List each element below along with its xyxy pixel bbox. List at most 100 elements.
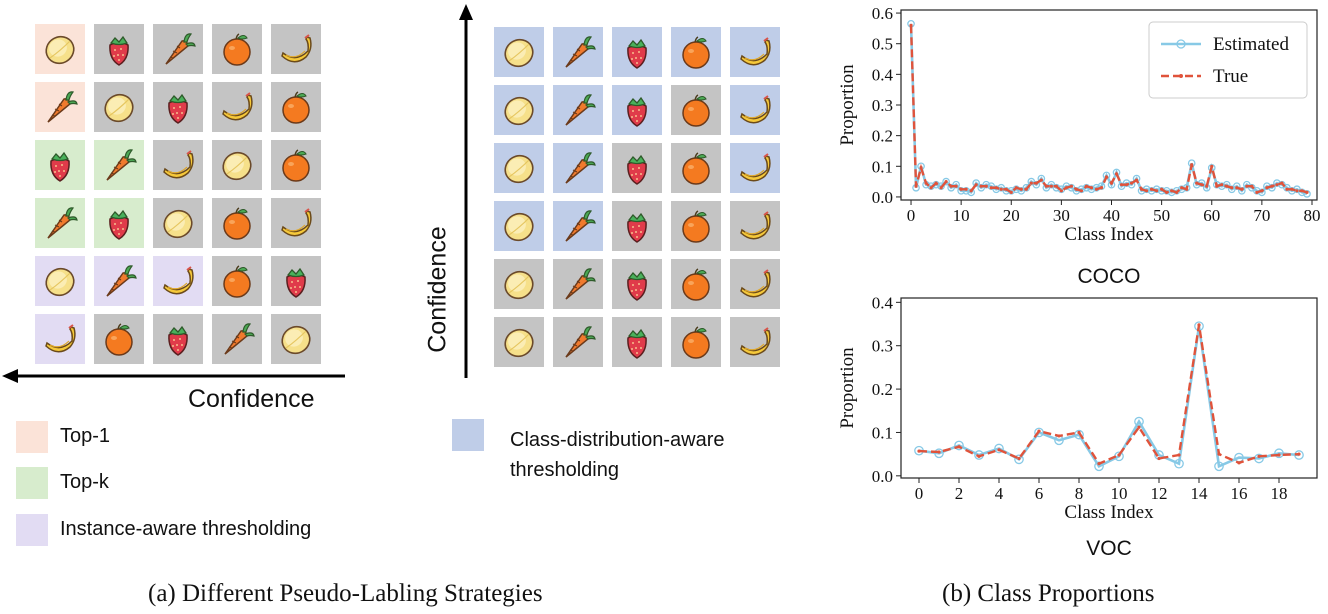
- legend-true-label: True: [1213, 66, 1248, 87]
- series-true-point: [937, 450, 941, 454]
- series-true-point: [917, 449, 921, 453]
- banana-icon: [217, 87, 257, 127]
- series-true-point: [1225, 184, 1229, 188]
- x-axis-label: Class Index: [1064, 224, 1154, 245]
- right-grid-cell-r4-c1: [553, 259, 603, 309]
- series-true-point: [1305, 190, 1309, 194]
- left-grid-cell-r2-c3: [212, 140, 262, 190]
- series-true-point: [977, 454, 981, 458]
- series-estimated-point: [1303, 190, 1311, 198]
- strawberry-icon: [158, 87, 198, 127]
- right-grid-cell-r0-c0: [494, 27, 544, 77]
- strawberry-icon: [276, 261, 316, 301]
- right-grid-cell-r1-c3: [671, 85, 721, 135]
- series-true-point: [1089, 186, 1094, 190]
- legend-swatch-top1: [16, 421, 48, 453]
- banana-icon: [158, 145, 198, 185]
- series-true-point: [1220, 183, 1224, 187]
- series-true-point: [1004, 187, 1008, 191]
- banana-icon: [158, 261, 198, 301]
- series-true-point: [969, 189, 973, 193]
- caption-b: (b) Class Proportions: [942, 580, 1155, 607]
- x-tick-label: 18: [1271, 484, 1288, 503]
- series-true-point: [957, 445, 961, 449]
- series-true-point: [1297, 452, 1301, 456]
- left-grid-cell-r0-c1: [94, 24, 144, 74]
- y-tick-label: 0.6: [872, 4, 893, 23]
- series-true-point: [1084, 184, 1089, 188]
- orange-icon: [676, 90, 716, 130]
- right-grid-cell-r4-c4: [730, 259, 780, 309]
- left-grid-cell-r4-c4: [271, 256, 321, 306]
- series-estimated-point: [1294, 450, 1304, 460]
- series-true-point: [934, 181, 938, 185]
- series-true-point: [1104, 175, 1109, 179]
- left-grid-cell-r5-c0: [35, 314, 85, 364]
- left-grid-cell-r5-c1: [94, 314, 144, 364]
- series-true-point: [1240, 187, 1244, 191]
- right-grid-cell-r2-c4: [730, 143, 780, 193]
- series-estimated-point: [1232, 182, 1241, 191]
- strawberry-icon: [40, 145, 80, 185]
- series-true-point: [1295, 189, 1299, 193]
- confidence-label-horizontal: Confidence: [188, 385, 315, 413]
- chart-legend: [1148, 21, 1308, 99]
- orange-icon: [676, 206, 716, 246]
- series-true-point: [1275, 183, 1279, 187]
- series-true-point: [1094, 187, 1099, 191]
- pseudo-label-grid-left: [0, 0, 400, 380]
- series-true-point: [1205, 184, 1209, 188]
- y-tick-label: 0.5: [872, 35, 893, 54]
- series-estimated-point: [1097, 182, 1106, 191]
- lemon-icon: [158, 203, 198, 243]
- left-grid-cell-r3-c0: [35, 198, 85, 248]
- series-true-point: [1237, 461, 1241, 465]
- left-grid-cell-r4-c2: [153, 256, 203, 306]
- right-grid-cell-r5-c2: [612, 317, 662, 367]
- series-true-point: [1137, 425, 1141, 429]
- left-grid-cell-r1-c2: [153, 82, 203, 132]
- orange-icon: [99, 319, 139, 359]
- left-grid-cell-r1-c4: [271, 82, 321, 132]
- left-grid-cell-r1-c1: [94, 82, 144, 132]
- left-grid-cell-r5-c3: [212, 314, 262, 364]
- confidence-label-vertical: Confidence: [423, 226, 452, 353]
- legend-label-class-aware: Class-distribution-aware thresholding: [510, 425, 725, 485]
- right-grid-cell-r2-c1: [553, 143, 603, 193]
- series-estimated-point: [957, 186, 965, 195]
- orange-icon: [217, 261, 257, 301]
- series-estimated-point: [954, 440, 964, 451]
- strawberry-icon: [158, 319, 198, 359]
- series-true-point: [1165, 190, 1169, 194]
- left-grid-cell-r3-c4: [271, 198, 321, 248]
- banana-icon: [276, 203, 316, 243]
- series-true-point: [1144, 189, 1149, 193]
- series-true-point: [1280, 181, 1284, 185]
- banana-icon: [735, 32, 775, 72]
- legend-true-marker: [1179, 74, 1183, 78]
- series-true-point: [997, 448, 1001, 452]
- series-estimated-point: [942, 177, 950, 186]
- orange-icon: [217, 29, 257, 69]
- y-axis-label: Proportion: [837, 64, 858, 146]
- x-tick-label: 30: [1053, 206, 1070, 225]
- left-grid-cell-r2-c2: [153, 140, 203, 190]
- series-estimated-point: [1174, 458, 1184, 469]
- carrot-icon: [99, 261, 139, 301]
- series-true-point: [1250, 184, 1254, 188]
- series-true-point: [1034, 181, 1038, 185]
- legend-label-class-aware-line2: thresholding: [510, 459, 619, 481]
- legend-estimated-marker: [1176, 39, 1186, 49]
- series-true-line: [918, 324, 1300, 466]
- carrot-icon: [40, 203, 80, 243]
- right-grid-cell-r3-c1: [553, 201, 603, 251]
- x-tick-label: 80: [1303, 206, 1320, 225]
- x-tick-label: 20: [1003, 206, 1020, 225]
- y-tick-label: 0.2: [872, 127, 893, 146]
- left-grid-cell-r3-c1: [94, 198, 144, 248]
- series-true-point: [1134, 178, 1139, 182]
- series-true-point: [989, 186, 993, 190]
- series-true-point: [944, 180, 948, 184]
- series-estimated-point: [994, 443, 1004, 454]
